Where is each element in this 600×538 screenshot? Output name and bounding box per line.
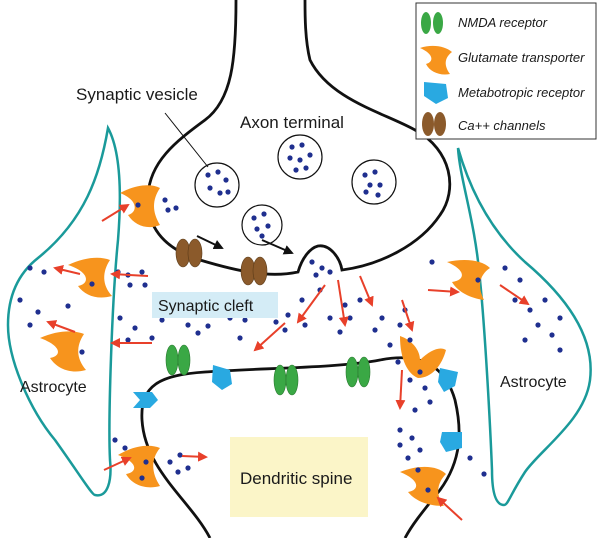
astrocyte-left-outline xyxy=(6,124,122,497)
nmda-receptor-icon xyxy=(421,12,443,34)
legend-label-metabotropic: Metabotropic receptor xyxy=(458,85,585,100)
astrocyte-right-outline xyxy=(456,147,592,507)
dendritic-spine-label-bg xyxy=(230,437,368,517)
legend-label-nmda: NMDA receptor xyxy=(458,15,548,30)
glutamate-flow-arrows xyxy=(46,203,530,521)
calcium-channels xyxy=(175,238,268,286)
synaptic-cleft-label-bg xyxy=(152,292,278,318)
astrocyte-right-label: Astrocyte xyxy=(500,374,567,391)
vesicle-pointer xyxy=(164,112,209,168)
dendritic-spine-membrane xyxy=(140,356,461,538)
calcium-channel-icon xyxy=(422,112,446,136)
vesicle-arrow-1 xyxy=(196,235,224,250)
metabotropic-receptor-icon xyxy=(424,82,448,104)
axon-terminal-membrane xyxy=(146,0,452,276)
glutamate-transporter-icon xyxy=(420,45,452,75)
axon-terminal-label: Axon terminal xyxy=(240,113,344,132)
legend-label-transporter: Glutamate transporter xyxy=(458,50,585,65)
vesicle-arrow-2 xyxy=(261,239,294,255)
synaptic-vesicle-label: Synaptic vesicle xyxy=(76,85,198,104)
legend: NMDA receptor Glutamate transporter Meta… xyxy=(415,2,597,140)
legend-label-calcium: Ca++ channels xyxy=(458,118,546,133)
synaptic-cleft-label: Synaptic cleft xyxy=(158,298,254,315)
glutamate-molecules xyxy=(17,197,563,493)
dendritic-spine-label: Dendritic spine xyxy=(240,469,352,488)
nmda-receptors xyxy=(165,344,371,396)
astrocyte-left-label: Astrocyte xyxy=(20,379,87,396)
synaptic-vesicles xyxy=(194,134,397,246)
metabotropic-receptors xyxy=(133,365,462,452)
